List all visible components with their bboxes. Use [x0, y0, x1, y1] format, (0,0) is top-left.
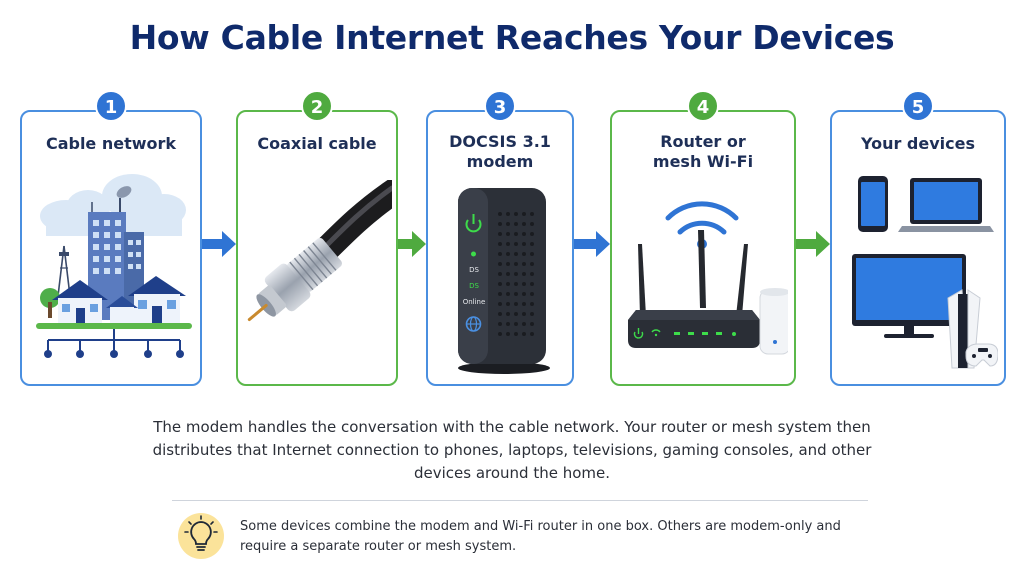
wifi-icon	[665, 201, 739, 235]
right-arrow-icon	[398, 231, 426, 257]
step-number-badge: 4	[687, 90, 719, 122]
modem-led-label: DS	[469, 266, 479, 274]
step-card-devices: Your devices	[830, 110, 1006, 386]
step-number-badge: 2	[301, 90, 333, 122]
power-icon	[633, 328, 644, 339]
step-number-badge: 5	[902, 90, 934, 122]
step-label: Cable network	[45, 134, 177, 153]
coaxial-cable-illustration	[247, 180, 392, 322]
divider	[172, 500, 868, 501]
tip-text: Some devices combine the modem and Wi-Fi…	[240, 519, 841, 554]
right-arrow-icon	[574, 231, 610, 257]
step-label-line1: DOCSIS 3.1	[449, 132, 551, 151]
globe-icon	[465, 316, 482, 332]
step-card-modem: DOCSIS 3.1 modem	[426, 110, 574, 386]
step-number-badge: 1	[95, 90, 127, 122]
tv-icon	[852, 254, 966, 338]
right-arrow-icon	[202, 231, 236, 257]
cable-network-illustration	[36, 174, 192, 358]
step-label-line1: Router or	[660, 132, 746, 151]
step-card-cable-network: Cable network	[20, 110, 202, 386]
step-label: Coaxial cable	[257, 134, 377, 153]
description-text: The modem handles the conversation with …	[152, 418, 872, 482]
devices-illustration	[852, 176, 998, 369]
page-title: How Cable Internet Reaches Your Devices	[129, 18, 895, 57]
modem-illustration: DS DS Online	[452, 184, 554, 376]
laptop-icon	[898, 178, 994, 232]
modem-led-label: DS	[469, 282, 479, 290]
phone-icon	[858, 176, 888, 232]
step-label-line2: modem	[466, 152, 534, 171]
step-label-line2: mesh Wi-Fi	[652, 152, 754, 171]
right-arrow-icon	[796, 231, 830, 257]
step-card-coaxial-cable: Coaxial cable	[236, 110, 398, 386]
router-illustration	[628, 201, 788, 355]
game-console-icon	[947, 289, 998, 369]
step-label: Your devices	[860, 134, 976, 153]
modem-led-label: Online	[462, 298, 486, 306]
lightbulb-icon	[178, 513, 224, 559]
step-card-router: Router or mesh Wi-Fi	[610, 110, 796, 386]
step-number-badge: 3	[484, 90, 516, 122]
power-icon	[465, 214, 482, 233]
